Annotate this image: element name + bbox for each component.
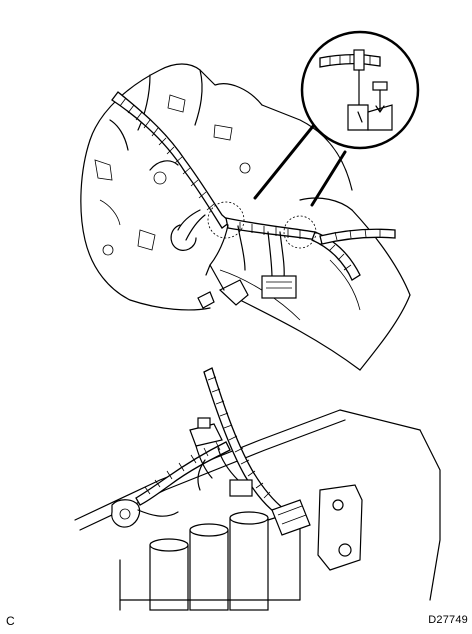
callout-line-left <box>253 118 320 200</box>
transmission-housing-lower <box>74 409 441 611</box>
clip-detail-inset <box>300 30 420 150</box>
wire-harness-upper <box>111 91 396 309</box>
drawing-id: D27749 <box>428 614 468 626</box>
callout-line-right <box>310 150 347 207</box>
corner-label: C <box>6 614 15 628</box>
wire-harness-lower <box>111 367 311 536</box>
transmission-housing-upper <box>80 63 411 371</box>
